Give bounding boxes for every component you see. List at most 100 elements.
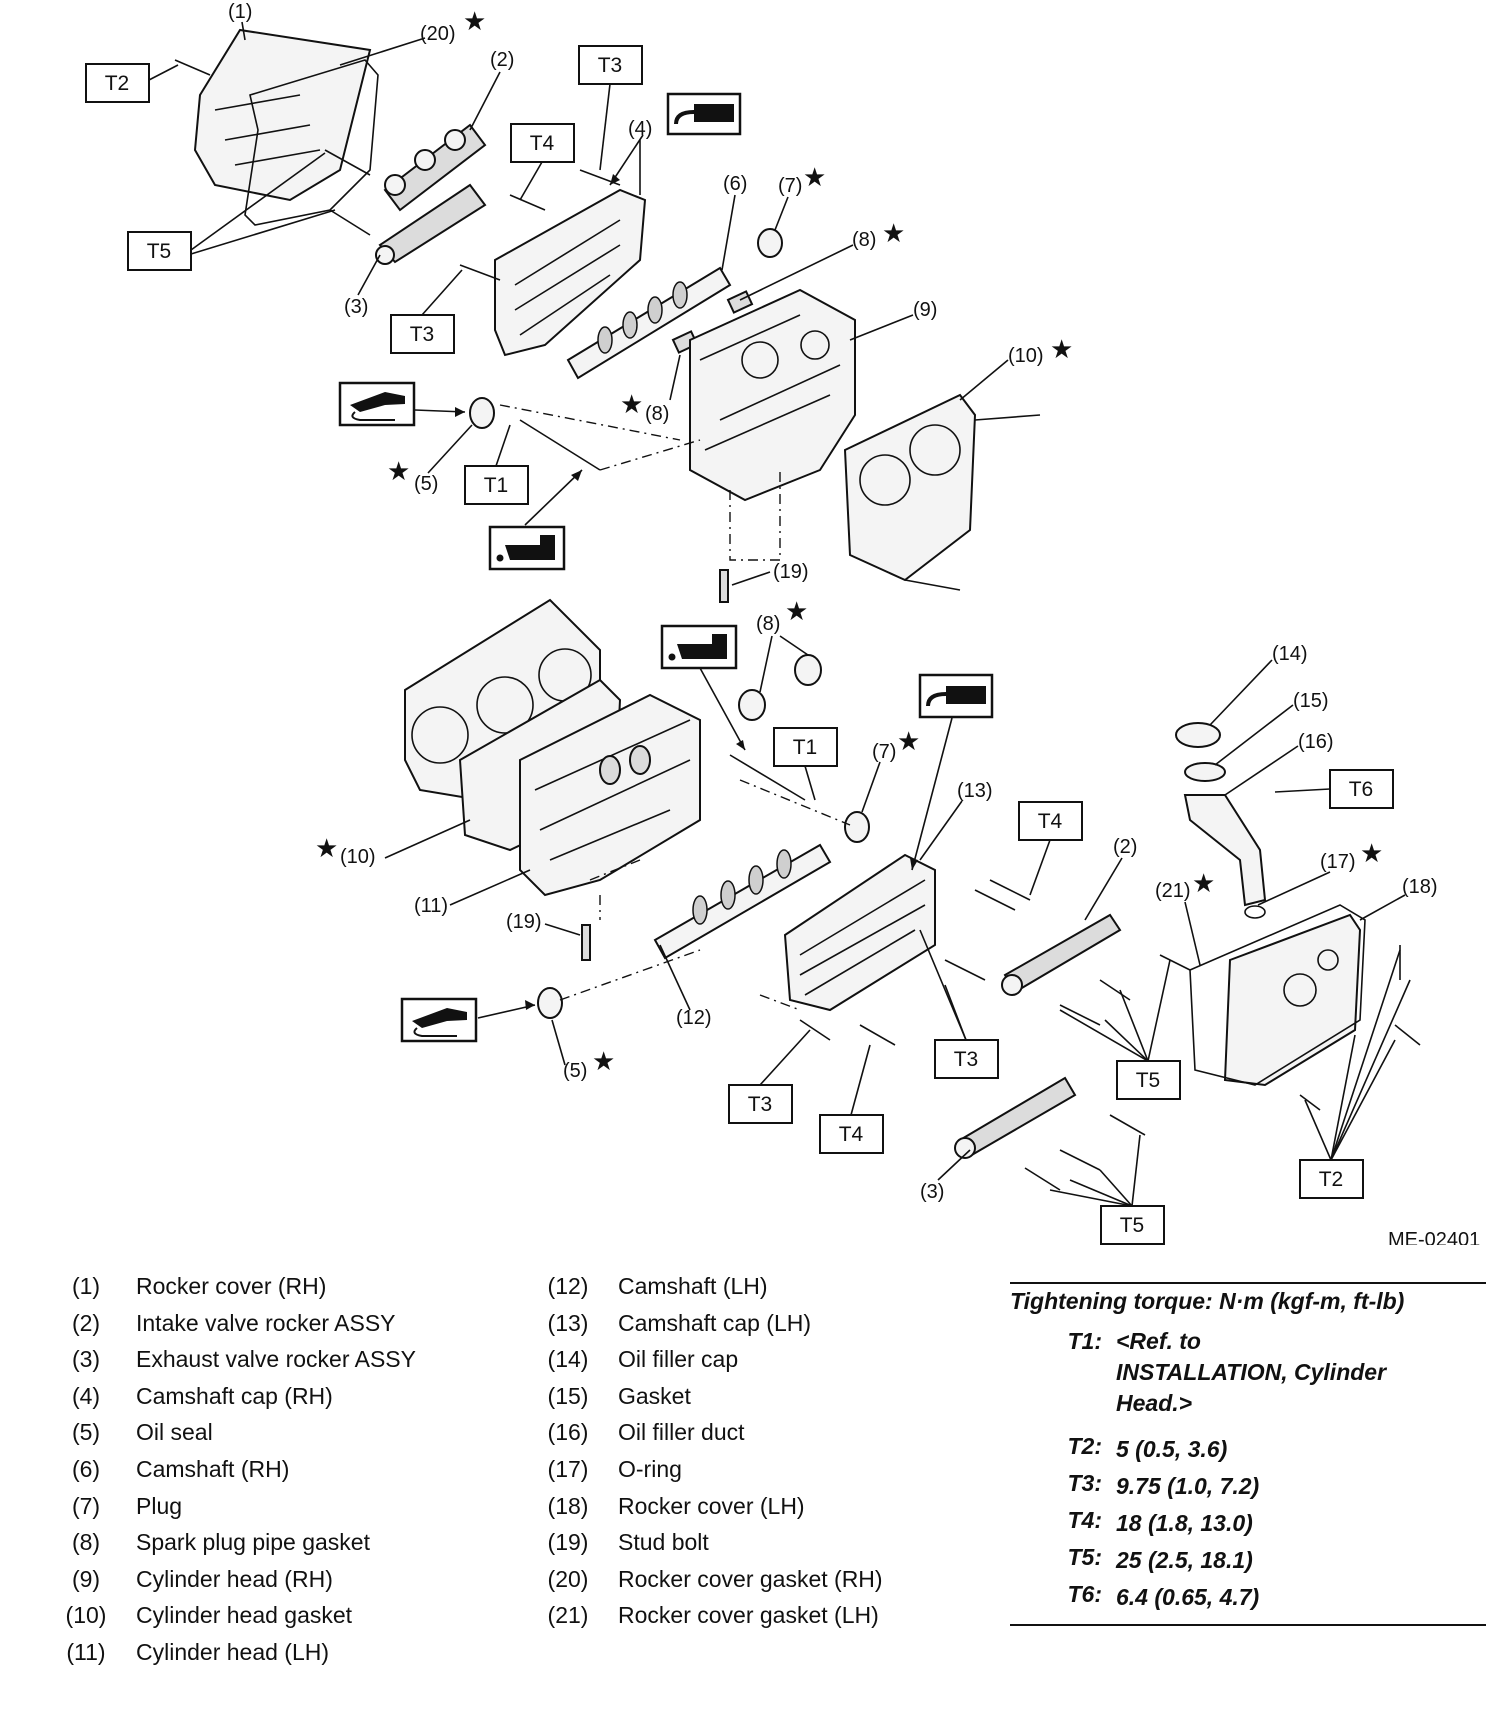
star-mark: ★ (620, 389, 643, 419)
star-mark: ★ (803, 162, 826, 192)
torque-row-t4: T4:18 (1.8, 13.0) (1067, 1507, 1253, 1536)
oil-filler-gasket (1184, 762, 1226, 782)
camshaft-cap-rh (494, 188, 647, 357)
torque-row-t5: T5:25 (2.5, 18.1) (1067, 1544, 1253, 1573)
legend-row: (9)Cylinder head (RH) (71, 1565, 333, 1592)
torque-tag: T2 (105, 72, 130, 95)
torque-table-rule (1010, 1616, 1486, 1626)
cylinder-head-gasket-rh (843, 393, 977, 582)
cylinder-head-rh (689, 288, 856, 502)
callout-11: (11) (414, 895, 448, 917)
torque-tag: T3 (748, 1093, 773, 1116)
plug-rh (757, 228, 783, 258)
torque-row-t1: T1: <Ref. to INSTALLATION, Cylinder Head… (1067, 1328, 1387, 1416)
torque-tag: T3 (598, 54, 623, 77)
legend-row: (1)Rocker cover (RH) (71, 1273, 327, 1299)
rocker-cover-lh (1223, 913, 1362, 1087)
legend-column-left: (1)Rocker cover (RH) (2)Intake valve roc… (52, 1268, 416, 1671)
legend-row: (17)O-ring (547, 1455, 682, 1482)
star-mark: ★ (785, 596, 808, 626)
legend-row: (14)Oil filler cap (547, 1346, 739, 1373)
torque-tag: T4 (530, 132, 555, 155)
callout-16: (16) (1298, 731, 1334, 753)
torque-tag: T2 (1319, 1168, 1344, 1191)
legend-row: (13)Camshaft cap (LH) (547, 1309, 812, 1336)
cylinder-head-lh (519, 693, 701, 897)
tightening-torque-table: Tightening torque: N·m (kgf-m, ft-lb) T1… (1010, 1282, 1486, 1626)
star-mark: ★ (1192, 868, 1215, 898)
legend-row: (6)Camshaft (RH) (71, 1455, 290, 1482)
rocker-cover-gasket-lh (1189, 904, 1366, 1086)
oil-can-icon (488, 525, 566, 571)
torque-tag: T4 (839, 1123, 864, 1146)
rocker-cover-rh (193, 28, 372, 202)
star-mark: ★ (387, 456, 410, 486)
torque-row-t3: T3:9.75 (1.0, 7.2) (1067, 1470, 1260, 1499)
liquid-gasket-icon (918, 673, 994, 719)
torque-tag: T5 (1136, 1069, 1161, 1092)
legend-row: (5)Oil seal (71, 1419, 213, 1446)
callout-18: (18) (1402, 876, 1438, 898)
callout-14: (14) (1272, 643, 1308, 665)
exploded-parts-diagram: T2 T5 T3 T4 T3 T1 T1 T4 T6 T3 T3 T4 T5 T… (85, 1, 1480, 1245)
callout-5: (5) (414, 473, 438, 495)
callout-15: (15) (1293, 690, 1329, 712)
legend-row: (10)Cylinder head gasket (65, 1602, 353, 1629)
callout-4: (4) (628, 118, 652, 140)
star-mark: ★ (882, 218, 905, 248)
oil-seal-rh (469, 397, 495, 429)
legend-row: (20)Rocker cover gasket (RH) (547, 1565, 883, 1592)
torque-tag: T6 (1349, 778, 1374, 801)
callout-1: (1) (228, 1, 252, 23)
torque-tag: T1 (484, 474, 509, 497)
callout-8: (8) (756, 613, 780, 635)
callout-2: (2) (1113, 836, 1137, 858)
callout-3: (3) (344, 296, 368, 318)
legend-row: (12)Camshaft (LH) (547, 1273, 768, 1299)
torque-tag: T3 (410, 323, 435, 346)
callout-6: (6) (723, 173, 747, 195)
callout-9: (9) (913, 299, 937, 321)
intake-valve-rocker-lh (1003, 913, 1122, 994)
callout-5: (5) (563, 1060, 587, 1082)
callout-8: (8) (645, 403, 669, 425)
legend-row: (19)Stud bolt (547, 1529, 709, 1556)
legend-row: (4)Camshaft cap (RH) (71, 1382, 333, 1409)
callout-10: (10) (340, 846, 376, 868)
torque-row-t2: T2:5 (0.5, 3.6) (1067, 1433, 1228, 1462)
plug-lh (844, 811, 870, 843)
star-mark: ★ (592, 1046, 615, 1076)
legend-row: (16)Oil filler duct (547, 1419, 745, 1446)
torque-tag: T5 (1120, 1214, 1145, 1237)
grease-gun-icon (400, 997, 478, 1043)
torque-tag: T5 (147, 240, 172, 263)
torque-tag: T4 (1038, 810, 1063, 833)
callout-13: (13) (957, 780, 993, 802)
star-mark: ★ (315, 833, 338, 863)
torque-row-t6: T6:6.4 (0.65, 4.7) (1067, 1581, 1260, 1610)
grease-gun-icon (338, 381, 416, 427)
star-mark: ★ (1050, 334, 1073, 364)
star-mark: ★ (463, 6, 486, 36)
torque-ref-line: INSTALLATION, Cylinder (1116, 1359, 1387, 1385)
legend-column-right: (12)Camshaft (LH) (13)Camshaft cap (LH) … (534, 1268, 883, 1634)
star-mark: ★ (1360, 838, 1383, 868)
callout-19: (19) (773, 561, 809, 583)
legend-row: (8)Spark plug pipe gasket (71, 1529, 370, 1556)
callout-21: (21) (1155, 880, 1191, 902)
legend-row: (15)Gasket (547, 1382, 691, 1409)
torque-ref-line: Head.> (1116, 1390, 1193, 1416)
callout-7: (7) (872, 741, 896, 763)
legend-row: (7)Plug (71, 1492, 183, 1519)
torque-tag: T1 (793, 736, 818, 759)
torque-tag: T3 (954, 1048, 979, 1071)
callout-7: (7) (778, 175, 802, 197)
callout-3: (3) (920, 1181, 944, 1203)
star-mark: ★ (897, 726, 920, 756)
torque-ref-line: <Ref. to (1116, 1328, 1201, 1354)
torque-table-title: Tightening torque: N·m (kgf-m, ft-lb) (1010, 1282, 1486, 1322)
callout-19: (19) (506, 911, 542, 933)
callout-20: (20) (420, 23, 456, 45)
callout-2: (2) (490, 49, 514, 71)
oil-can-icon (660, 624, 738, 670)
